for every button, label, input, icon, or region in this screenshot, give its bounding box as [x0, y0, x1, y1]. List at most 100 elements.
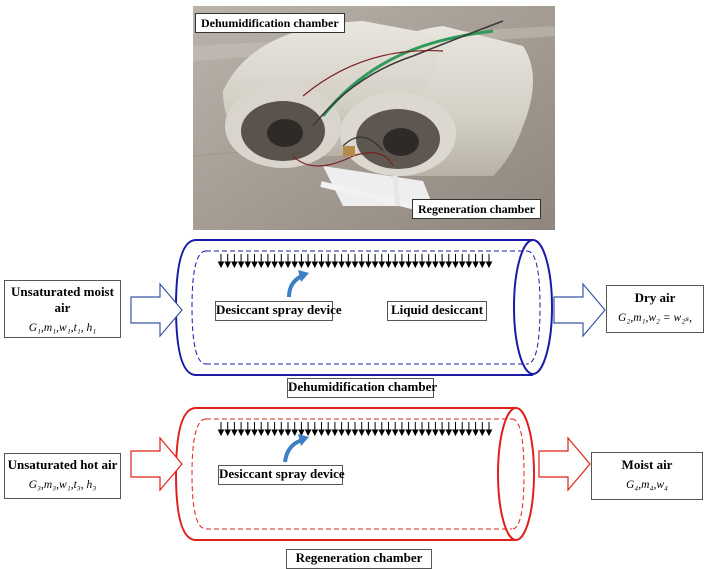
regen-spray-curve-arrowhead: [298, 434, 309, 446]
dehumid-outlet-arrow: [553, 282, 606, 338]
spray-drop-head: [398, 261, 406, 269]
spray-drop-head: [445, 261, 453, 269]
regen-spray-curve-arrow: [283, 438, 303, 463]
spray-drop-head: [411, 261, 419, 269]
spray-drop-head: [271, 429, 278, 437]
spray-drop-head: [331, 429, 339, 437]
spray-drop-head: [385, 261, 392, 269]
spray-drop-head: [432, 429, 439, 437]
spray-drop-head: [478, 261, 486, 269]
regen-outlet-box: Moist air G₄,m₄,w₄: [591, 452, 703, 500]
spray-drop-head: [351, 429, 359, 437]
spray-drop-head: [231, 261, 238, 269]
regen-inlet-arrow: [130, 436, 183, 492]
spray-drop-head: [277, 429, 285, 437]
spray-drop-head: [472, 261, 479, 269]
spray-drop-head: [351, 261, 359, 269]
spray-drop-head: [472, 429, 479, 437]
spray-drop-head: [291, 261, 299, 269]
spray-drop-head: [344, 261, 352, 269]
regen-outlet-title: Moist air: [621, 457, 673, 472]
spray-drop-head: [371, 261, 379, 269]
spray-drop-head: [217, 261, 225, 269]
spray-drop-head: [298, 261, 305, 269]
dehumid-inlet-box: Unsaturated moist air G₁,m₁,w₁,t₁, h₁: [4, 280, 121, 338]
spray-drop-head: [465, 261, 473, 269]
spray-drop-head: [391, 261, 399, 269]
dehumidification-cylinder: [174, 239, 553, 376]
regen-outlet-arrow: [538, 436, 591, 492]
regen-inlet-title: Unsaturated hot air: [7, 457, 118, 472]
spray-drop-head: [311, 261, 319, 269]
spray-drop-head: [358, 261, 366, 269]
dehumid-outlet-box: Dry air G₂,m₁,w₂ = w₂ₛ,: [606, 285, 704, 333]
spray-drop-head: [277, 261, 285, 269]
prototype-photo: Dehumidification chamber Regeneration ch…: [193, 6, 555, 230]
spray-drop-head: [465, 429, 473, 437]
spray-drop-head: [271, 261, 278, 269]
regen-inlet-box: Unsaturated hot air G₃,m₃,w₁,t₃, h₃: [4, 453, 121, 499]
spray-drop-head: [378, 261, 386, 269]
dehumid-inlet-formula: G₁,m₁,w₁,t₁, h₁: [28, 322, 97, 334]
spray-drop-head: [452, 261, 459, 269]
spray-drop-head: [432, 261, 439, 269]
spray-drop-head: [324, 261, 332, 269]
spray-drop-head: [311, 429, 319, 437]
dehumid-inlet-title: Unsaturated moist air: [11, 284, 114, 315]
spray-drop-head: [224, 429, 232, 437]
spray-drop-head: [485, 429, 493, 437]
spray-drop-head: [338, 429, 345, 437]
spray-drop-head: [458, 429, 466, 437]
spray-drop-head: [398, 429, 406, 437]
spray-drop-head: [478, 429, 486, 437]
spray-drop-head: [344, 429, 352, 437]
regeneration-cylinder: [174, 407, 535, 541]
spray-curve-arrowhead: [298, 270, 309, 282]
regen-chamber-label: Regeneration chamber: [286, 549, 432, 569]
spray-drop-head: [237, 261, 245, 269]
spray-drop-head: [365, 429, 372, 437]
spray-drop-head: [425, 261, 433, 269]
spray-drop-head: [331, 261, 339, 269]
spray-drop-head: [425, 429, 433, 437]
spray-drop-head: [257, 429, 265, 437]
photo-illustration: [193, 6, 555, 230]
spray-drop-head: [485, 261, 493, 269]
spray-drop-head: [338, 261, 345, 269]
spray-curve-arrow: [287, 274, 303, 298]
spray-drop-head: [391, 429, 399, 437]
spray-drop-head: [458, 261, 466, 269]
spray-drop-head: [217, 429, 225, 437]
spray-drop-head: [324, 429, 332, 437]
spray-drop-head: [452, 429, 459, 437]
regen-outlet-formula: G₄,m₄,w₄: [625, 479, 669, 491]
photo-label-dehumidification: Dehumidification chamber: [195, 13, 345, 33]
dehumid-outlet-formula: G₂,m₁,w₂ = w₂ₛ,: [618, 312, 692, 324]
regen-spray-label: Desiccant spray device: [218, 465, 345, 485]
dehumid-spray-label: Desiccant spray device: [215, 301, 342, 321]
spray-drop-head: [264, 429, 272, 437]
spray-drop-head: [224, 261, 232, 269]
dehumid-chamber-label: Dehumidification chamber: [287, 378, 437, 398]
spray-drop-head: [371, 429, 379, 437]
spray-drop-head: [438, 261, 446, 269]
spray-drop-head: [284, 429, 292, 437]
spray-drop-head: [298, 429, 305, 437]
spray-drop-head: [304, 429, 312, 437]
spray-drop-head: [385, 429, 392, 437]
spray-drop-head: [304, 261, 312, 269]
spray-drop-head: [405, 429, 412, 437]
spray-drop-head: [318, 261, 325, 269]
desiccant-spray-arrows: [217, 254, 493, 269]
spray-drop-head: [358, 429, 366, 437]
spray-drop-head: [284, 261, 292, 269]
spray-drop-head: [418, 429, 426, 437]
spray-drop-head: [411, 429, 419, 437]
spray-drop-head: [231, 429, 238, 437]
spray-drop-head: [237, 429, 245, 437]
spray-drop-head: [405, 261, 412, 269]
spray-drop-head: [244, 429, 252, 437]
spray-drop-head: [318, 429, 325, 437]
spray-drop-head: [264, 261, 272, 269]
